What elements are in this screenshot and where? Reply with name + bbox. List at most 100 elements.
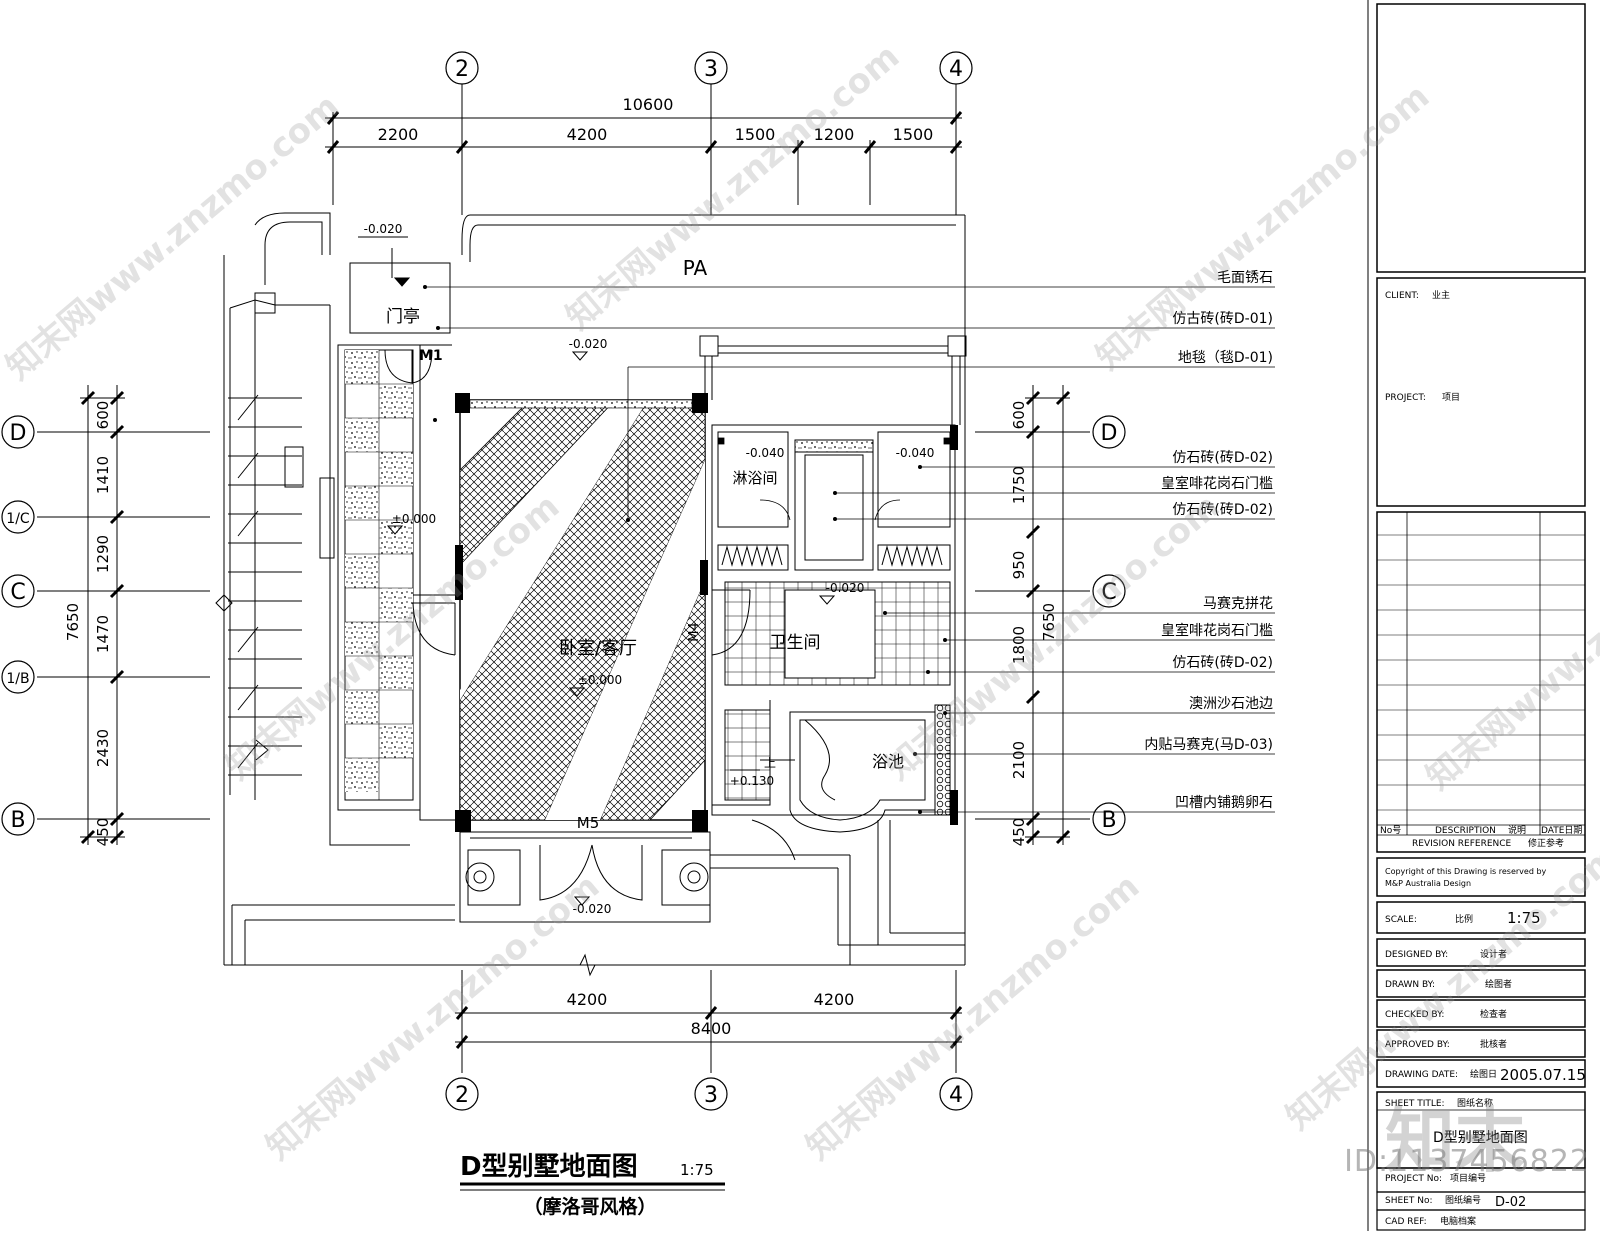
axis-label-bottom-2: 2 <box>455 1083 469 1108</box>
axis-label-left-D: D <box>10 421 27 446</box>
dim-left-6: 450 <box>94 818 112 847</box>
axis-label-right-D: D <box>1101 421 1118 446</box>
callout-12: 凹槽内铺鹅卵石 <box>1175 794 1273 811</box>
drawing-title: D型别墅地面图 <box>460 1152 638 1182</box>
tb-designed-cn: 设计者 <box>1480 948 1507 960</box>
axis-bubble-top-3 <box>694 51 728 85</box>
site-outline <box>223 212 966 977</box>
tb-rev-desc: DESCRIPTION <box>1435 826 1496 836</box>
callout-1: 毛面锈石 <box>1217 270 1273 286</box>
axis-bubble-left-D <box>1 415 35 449</box>
tb-date-cn: 绘图日 <box>1470 1068 1497 1080</box>
axis-labels: 2 3 4 2 3 4 D 1/C C 1/B B D C B <box>6 57 1117 1108</box>
title-block <box>1367 0 1586 1231</box>
axis-bubble-top-4 <box>939 51 973 85</box>
tb-scale-label: SCALE: <box>1385 915 1417 925</box>
tb-rev-desc-cn: 说明 <box>1508 824 1526 836</box>
axis-bubble-bottom-2 <box>445 1077 479 1111</box>
callout-dots <box>423 285 947 814</box>
level-marker-corridor <box>386 525 404 535</box>
callout-9: 仿石砖(砖D-02) <box>1172 655 1273 671</box>
tb-rev-ref-cn: 修正参考 <box>1528 837 1564 849</box>
dim-right-2: 1750 <box>1010 466 1028 504</box>
callout-leaders <box>425 286 1275 813</box>
label-bedroom: 卧室/客厅 <box>559 638 637 659</box>
dimension-ticks <box>80 111 1071 1049</box>
level-marker-bathroom <box>818 595 836 605</box>
tb-designed-label: DESIGNED BY: <box>1385 950 1448 960</box>
tb-copyright-1: Copyright of this Drawing is reserved by <box>1385 867 1547 876</box>
axis-label-left-1B: 1/B <box>6 671 29 687</box>
tb-sheet-title-label: SHEET TITLE: <box>1385 1099 1445 1109</box>
tb-sheet-no-label: SHEET No: <box>1385 1196 1432 1206</box>
axis-bubble-left-1B <box>1 660 35 694</box>
dim-bottom-2: 4200 <box>814 990 855 1009</box>
bathroom-callout-ticks <box>717 437 951 521</box>
entrance-door-m5 <box>459 831 711 923</box>
level-bath: +0.130 <box>730 774 774 788</box>
dim-left-1: 600 <box>94 401 112 430</box>
callout-7: 马赛克拼花 <box>1203 596 1273 612</box>
dim-right-3: 950 <box>1010 551 1028 580</box>
axis-label-top-3: 3 <box>704 57 718 82</box>
tb-project-label: PROJECT: <box>1385 393 1426 403</box>
tb-sheet-no-value: D-02 <box>1495 1195 1526 1210</box>
axis-label-left-C: C <box>10 580 25 605</box>
dim-left-total: 7650 <box>64 603 82 641</box>
axis-label-bottom-4: 4 <box>949 1083 963 1108</box>
tb-checked-cn: 检查者 <box>1480 1008 1507 1020</box>
axis-bubble-left-B <box>1 802 35 836</box>
dimension-lines <box>80 112 1070 1043</box>
dim-right-5: 2100 <box>1010 741 1028 779</box>
tb-sheet-no-cn: 图纸编号 <box>1445 1194 1481 1206</box>
dim-left-2: 1410 <box>94 456 112 494</box>
dim-top-total: 10600 <box>623 95 674 114</box>
dim-right-4: 1800 <box>1010 626 1028 664</box>
watermark-id: ID:1137456822 <box>1344 1144 1590 1179</box>
tb-scale-cn: 比例 <box>1455 913 1473 925</box>
dim-bottom-1: 4200 <box>567 990 608 1009</box>
callout-3: 地毯（毯D-01) <box>1178 350 1273 366</box>
dim-top-1: 2200 <box>378 125 419 144</box>
level-marker-bedroom <box>568 687 586 697</box>
label-pa: PA <box>683 256 708 280</box>
axis-bubbles-top <box>1 51 1126 1111</box>
callout-5: 皇室啡花岗石门槛 <box>1161 475 1273 492</box>
door-label-m4: M4 <box>687 622 702 642</box>
dim-left-3: 1290 <box>94 535 112 573</box>
callout-6: 仿石砖(砖D-02) <box>1172 502 1273 518</box>
dim-top-3: 1500 <box>735 125 776 144</box>
axis-label-bottom-3: 3 <box>704 1083 718 1108</box>
level-marker-entrance <box>573 896 591 906</box>
bedroom-living-room <box>455 393 708 832</box>
door-m1 <box>384 349 433 384</box>
tb-client-label: CLIENT: <box>1385 291 1419 301</box>
watermark-logo: 知末 <box>1385 1100 1525 1182</box>
bedroom-side-doors <box>412 594 456 821</box>
tb-project-no-label: PROJECT No: <box>1385 1174 1442 1184</box>
dim-top-2: 4200 <box>567 125 608 144</box>
tb-cad-ref-label: CAD REF: <box>1385 1217 1427 1227</box>
tb-rev-no: No号 <box>1380 825 1401 836</box>
label-pavilion: 门亭 <box>386 307 420 327</box>
drawing-scale: 1:75 <box>680 1161 714 1179</box>
tb-sheet-title-value: D型别墅地面图 <box>1433 1130 1528 1146</box>
level-shower-right: -0.040 <box>896 446 935 460</box>
callout-2: 仿古砖(砖D-01) <box>1172 311 1273 327</box>
entry-corridor <box>337 344 421 811</box>
door-label-m5: M5 <box>577 814 600 832</box>
tb-scale-value: 1:75 <box>1507 909 1541 927</box>
callout-8: 皇室啡花岗石门槛 <box>1161 622 1273 639</box>
title-block-texts: CLIENT: 业主 PROJECT: 项目 No号 DESCRIPTION 说… <box>1380 289 1586 1227</box>
dim-bottom-total: 8400 <box>691 1019 732 1038</box>
level-entrance: -0.020 <box>573 902 612 916</box>
axis-label-top-4: 4 <box>949 57 963 82</box>
dim-left-5: 2430 <box>94 729 112 767</box>
label-bathroom: 卫生间 <box>770 633 821 653</box>
bathroom-block <box>711 424 958 861</box>
tb-date-label: DRAWING DATE: <box>1385 1070 1458 1080</box>
door-label-m1: M1 <box>419 348 443 364</box>
tb-approved-cn: 批核者 <box>1480 1038 1507 1050</box>
tb-rev-ref: REVISION REFERENCE <box>1412 839 1512 849</box>
level-shower-left: -0.040 <box>746 446 785 460</box>
